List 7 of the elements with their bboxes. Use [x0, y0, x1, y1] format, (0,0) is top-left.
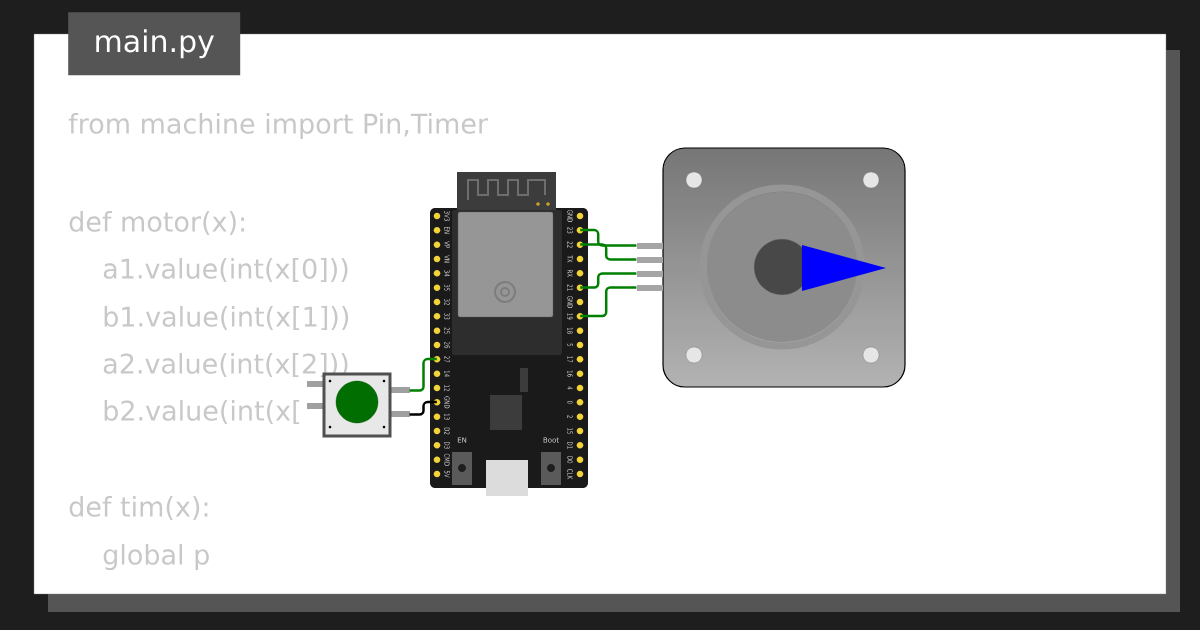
wire: [580, 243, 637, 261]
wire: [580, 228, 637, 247]
stepper-motor-drawing: [637, 147, 906, 388]
file-tab: main.py: [68, 12, 241, 76]
wire: [580, 272, 637, 289]
wire: [409, 400, 437, 416]
microcontroller-board-drawing: [430, 172, 588, 496]
